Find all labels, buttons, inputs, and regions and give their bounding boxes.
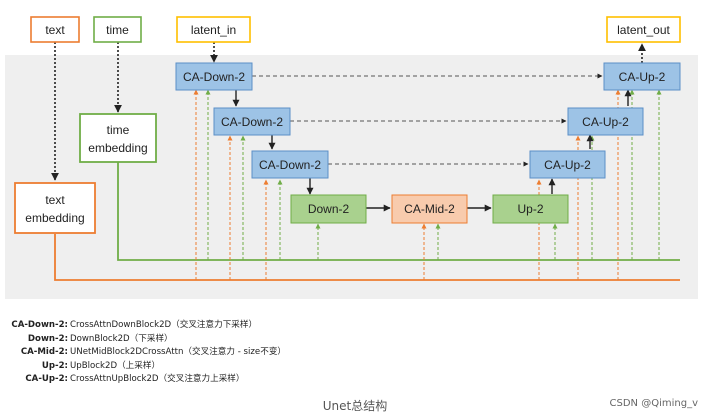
svg-text:embedding: embedding [88,141,147,155]
legend-value: UNetMidBlock2DCrossAttn（交叉注意力 - size不变） [70,347,287,358]
ca-down-block-2: CA-Down-2 [213,107,291,136]
ca-up-block-3: CA-Up-2 [529,150,606,179]
down-block: Down-2 [290,194,367,224]
svg-text:Up-2: Up-2 [517,202,543,216]
time-embedding-box: time embedding [79,113,157,163]
legend-key: CA-Mid-2: [20,347,68,358]
legend-value: CrossAttnDownBlock2D（交叉注意力下采样） [70,320,258,330]
svg-text:latent_in: latent_in [191,23,236,37]
figure-caption: Unet总结构 [322,399,388,413]
legend-key: CA-Up-2: [25,374,68,385]
ca-up-block-1: CA-Up-2 [603,62,681,91]
text-embedding-line [54,234,680,281]
latent-out-box: latent_out [606,16,681,43]
ca-down-block-1: CA-Down-2 [175,62,253,91]
legend-row: Up-2: UpBlock2D（上采样） [6,360,346,374]
legend-value: UpBlock2D（上采样） [70,360,161,371]
time-conditioning-arrows [205,89,662,260]
svg-text:CA-Down-2: CA-Down-2 [221,115,283,129]
flow-arrows [232,89,632,212]
svg-text:latent_out: latent_out [617,23,670,37]
svg-text:text: text [45,193,65,207]
legend-key: CA-Down-2: [11,320,68,330]
ca-down-block-3: CA-Down-2 [251,150,329,179]
svg-text:CA-Up-2: CA-Up-2 [619,70,666,84]
ca-mid-block: CA-Mid-2 [391,194,468,224]
svg-text:embedding: embedding [25,211,84,225]
svg-text:text: text [45,23,65,37]
ca-up-block-2: CA-Up-2 [567,107,644,136]
svg-text:CA-Down-2: CA-Down-2 [259,158,321,172]
time-input-box: time [93,16,142,43]
watermark: CSDN @Qiming_v [609,398,698,409]
latent-in-box: latent_in [176,16,251,43]
legend-value: CrossAttnUpBlock2D（交叉注意力上采样） [70,374,245,385]
input-arrows [51,42,646,181]
svg-text:CA-Down-2: CA-Down-2 [183,70,245,84]
legend-row: CA-Down-2: CrossAttnDownBlock2D（交叉注意力下采样… [6,319,346,333]
time-embedding-line [117,162,680,261]
svg-text:time: time [106,23,129,37]
svg-text:time: time [107,123,130,137]
text-embedding-box: text embedding [14,182,96,234]
text-input-box: text [30,16,80,43]
svg-text:CA-Up-2: CA-Up-2 [582,115,629,129]
svg-text:CA-Mid-2: CA-Mid-2 [404,202,455,216]
svg-text:Down-2: Down-2 [308,202,350,216]
skip-connections [252,73,603,167]
legend-value: DownBlock2D（下采样） [70,333,173,344]
svg-text:CA-Up-2: CA-Up-2 [544,158,591,172]
legend-row: CA-Mid-2: UNetMidBlock2DCrossAttn（交叉注意力 … [6,346,346,360]
legend-key: Down-2: [27,333,68,344]
up-block: Up-2 [492,194,569,224]
legend-row: Down-2: DownBlock2D（下采样） [6,333,346,347]
legend-key: Up-2: [41,360,68,371]
legend-row: CA-Up-2: CrossAttnUpBlock2D（交叉注意力上采样） [6,373,346,387]
legend: CA-Down-2: CrossAttnDownBlock2D（交叉注意力下采样… [6,319,346,387]
